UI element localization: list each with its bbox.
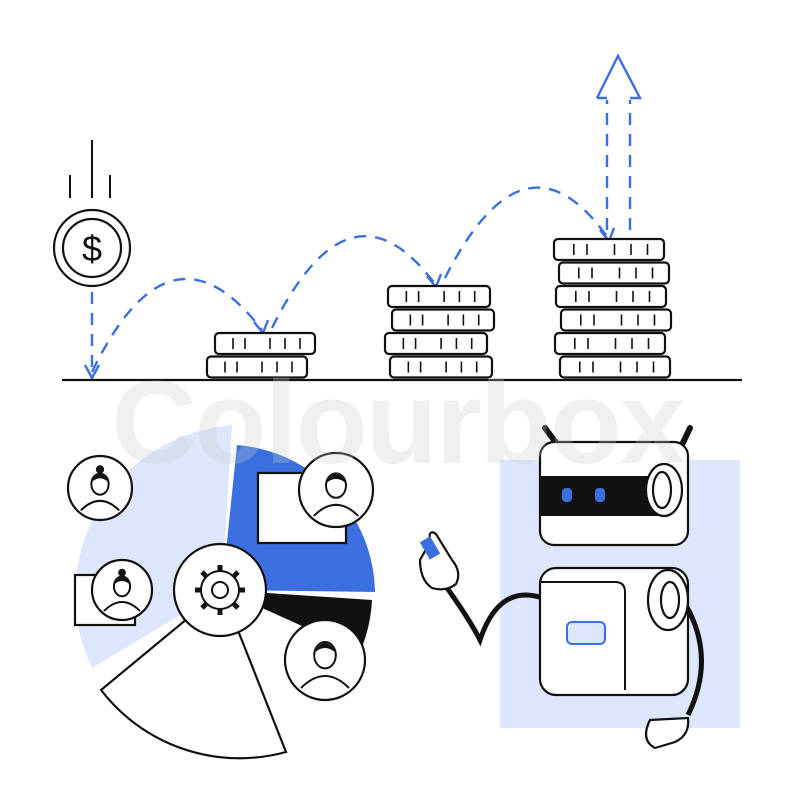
coin: [554, 284, 668, 309]
up-arrow-icon: [595, 53, 642, 230]
coin-stacks: [205, 237, 673, 379]
bounce-path: [83, 186, 616, 381]
robot-hand-icon: [644, 716, 690, 750]
coin: [213, 331, 317, 356]
robot-eye: [595, 488, 605, 502]
falling-coin: $: [52, 140, 132, 288]
coin: [383, 331, 489, 356]
coin: [557, 261, 671, 285]
gear-badge: [172, 542, 268, 638]
coin: [390, 308, 496, 332]
coin: [552, 237, 666, 262]
robot-arm: [442, 583, 549, 647]
gear-icon: [195, 565, 245, 615]
coin: [205, 355, 309, 379]
robot-eye: [562, 488, 572, 502]
avatar-icon: [90, 558, 154, 622]
avatar-icon: [297, 451, 375, 529]
coin: [559, 308, 673, 332]
dollar-sign: $: [82, 228, 102, 269]
pointing-hand-icon: [418, 531, 460, 591]
avatar-icon: [283, 618, 367, 702]
coin: [388, 355, 494, 379]
pie-chart: [66, 425, 375, 760]
coin: [386, 284, 492, 309]
robot: [418, 425, 740, 750]
pie-slice-white: [99, 588, 288, 760]
coin: [558, 355, 672, 379]
coin: [553, 331, 667, 356]
robot-panel: [566, 621, 606, 645]
avatar-icon: [66, 454, 134, 522]
